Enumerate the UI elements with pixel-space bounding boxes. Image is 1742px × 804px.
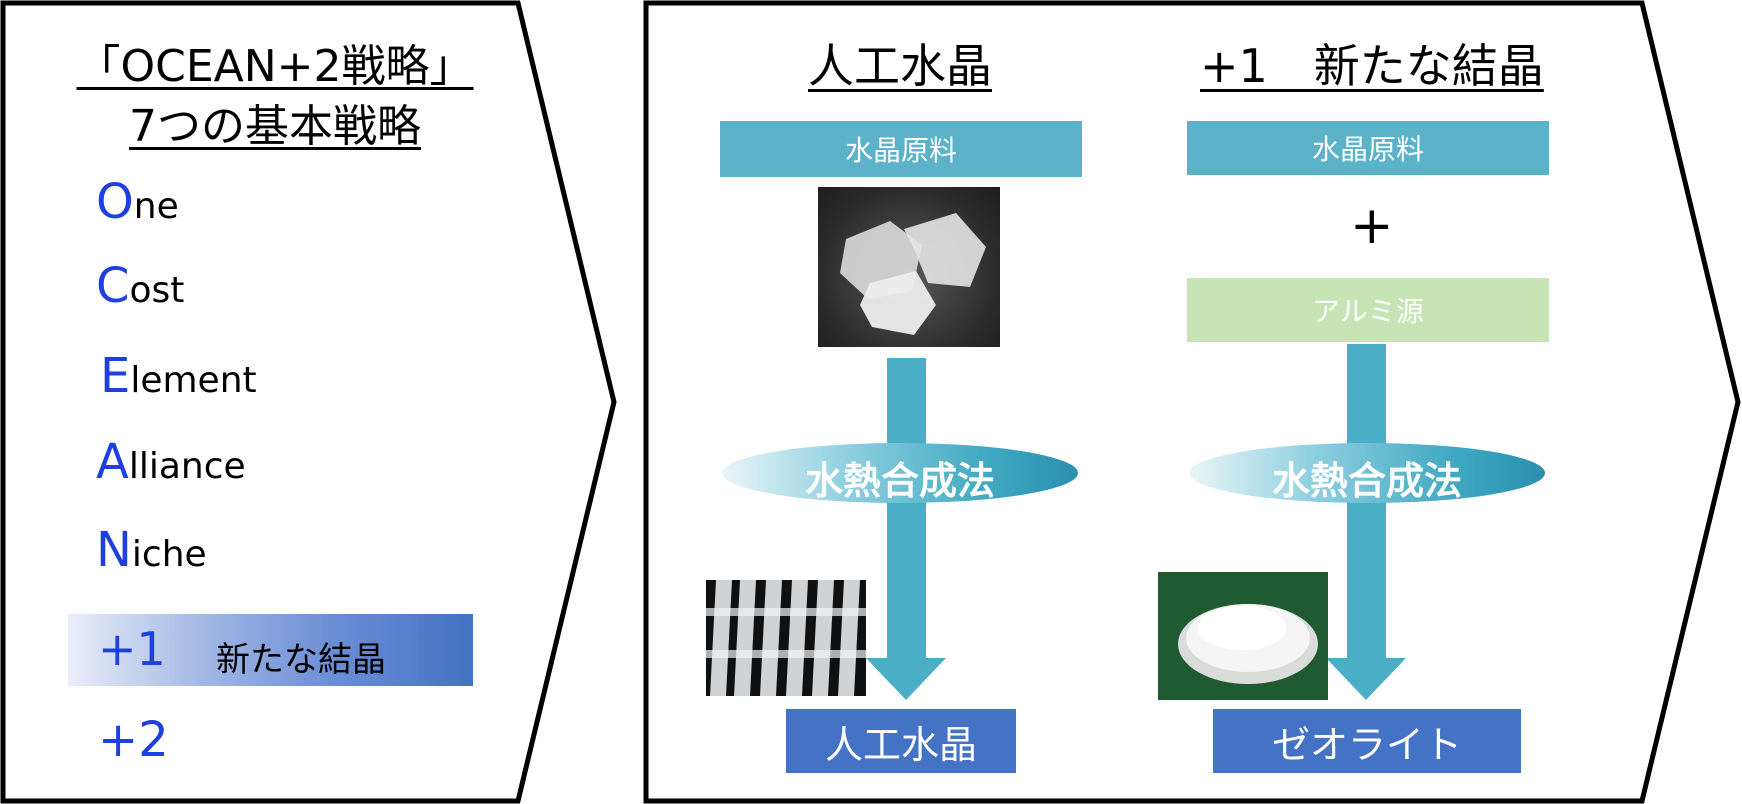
strategy-title-line2: 7つの基本戦略 xyxy=(129,101,421,152)
left-panel-outline xyxy=(0,0,617,804)
strategy-alliance: Alliance xyxy=(96,434,246,490)
column-heading-new-crystal: +1 新たな結晶 xyxy=(1200,39,1544,93)
strategy-one: One xyxy=(96,174,179,230)
strategy-initial: N xyxy=(96,522,132,578)
column-heading-artificial-quartz: 人工水晶 xyxy=(808,39,992,93)
process-arrow-right xyxy=(1326,344,1406,700)
raw-quartz-photo xyxy=(818,187,1000,347)
method-label: 水熱合成法 xyxy=(804,459,995,503)
strategy-rest: ost xyxy=(129,270,185,311)
strategy-rest: lliance xyxy=(128,446,246,487)
result-zeolite: ゼオライト xyxy=(1213,709,1521,773)
strategy-initial: A xyxy=(96,434,129,490)
raw-quartz-image xyxy=(840,213,986,335)
quartz-bars-image xyxy=(706,580,866,696)
strategy-initial: C xyxy=(96,258,130,314)
raw-material-box-2: 水晶原料 xyxy=(1187,121,1549,175)
method-ellipse-right xyxy=(1189,443,1545,503)
aluminum-source-box: アルミ源 xyxy=(1187,278,1549,342)
plus-one-label: 新たな結晶 xyxy=(216,640,386,680)
strategy-element: Element xyxy=(100,348,257,404)
strategy-initial: E xyxy=(100,348,131,404)
strategy-cost: Cost xyxy=(96,258,184,314)
zeolite-photo xyxy=(1158,572,1328,700)
result-artificial-quartz: 人工水晶 xyxy=(786,709,1016,773)
plus-sign: + xyxy=(1350,196,1394,256)
strategy-plus-one-highlight: +1 新たな結晶 xyxy=(68,614,473,686)
quartz-bars-photo xyxy=(706,580,866,696)
strategy-niche: Niche xyxy=(96,522,207,578)
strategy-rest: iche xyxy=(131,534,207,575)
strategy-rest: lement xyxy=(130,360,257,401)
plus-two-mark: +2 xyxy=(98,712,169,768)
strategy-title-line1: 「OCEAN+2戦略」 xyxy=(76,41,474,92)
zeolite-image xyxy=(1178,604,1318,684)
strategy-initial: O xyxy=(96,174,134,230)
plus-one-mark: +1 xyxy=(98,622,166,676)
raw-material-box: 水晶原料 xyxy=(720,121,1082,177)
method-ellipse-left xyxy=(722,443,1078,503)
strategy-rest: ne xyxy=(133,186,179,227)
method-label-2: 水熱合成法 xyxy=(1271,459,1462,503)
